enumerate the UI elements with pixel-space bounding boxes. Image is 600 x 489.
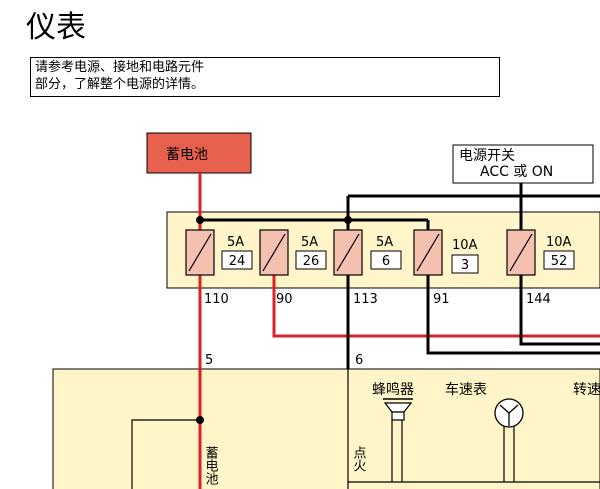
fuse-4-number: 3 <box>461 258 469 273</box>
fuse-1 <box>185 229 215 276</box>
meter-battery-label: 蓄电池 <box>203 446 219 485</box>
power-switch-line-2: ACC 或 ON <box>480 164 553 180</box>
wire-144: 144 <box>526 292 551 307</box>
meter-ignition-label: 点火 <box>351 446 367 472</box>
fuse-4-amp: 10A <box>452 238 478 253</box>
info-note: 请参考电源、接地和电路元件 部分，了解整个电源的详情。 <box>30 57 500 97</box>
note-line-2: 部分，了解整个电源的详情。 <box>35 77 205 92</box>
pin-battery: 5 <box>205 353 213 368</box>
pin-ignition: 6 <box>355 353 363 368</box>
buzzer-label: 蜂鸣器 <box>372 381 414 398</box>
fuse-1-amp: 5A <box>227 235 244 250</box>
page-title: 仪表 <box>26 10 86 45</box>
fuse-5-number: 52 <box>551 254 568 269</box>
fuse-2 <box>259 229 289 276</box>
battery-box <box>146 132 252 174</box>
meter-body <box>52 368 600 489</box>
buzzer-icon <box>383 398 413 421</box>
fuse-3 <box>333 229 363 276</box>
fuse-2-number: 26 <box>303 254 320 269</box>
wire-91: 91 <box>433 292 450 307</box>
fuse-5-amp: 10A <box>546 235 572 250</box>
wire-90: 90 <box>276 292 293 307</box>
speedometer-gauge-icon <box>494 398 524 428</box>
fuse-3-number: 6 <box>382 254 390 269</box>
tachometer-label: 转速 <box>573 382 600 398</box>
wire-113: 113 <box>353 292 378 307</box>
battery-label: 蓄电池 <box>166 147 208 163</box>
fuse-1-number: 24 <box>229 254 246 269</box>
fuse-4 <box>413 229 443 276</box>
power-switch-box <box>452 144 594 184</box>
wire-110: 110 <box>204 292 229 307</box>
note-line-1: 请参考电源、接地和电路元件 <box>35 60 205 75</box>
speedometer-label: 车速表 <box>445 381 487 398</box>
fuse-3-amp: 5A <box>376 235 393 250</box>
power-switch-line-1: 电源开关 <box>459 148 515 164</box>
fuse-2-amp: 5A <box>301 235 318 250</box>
fuse-5 <box>506 229 536 276</box>
